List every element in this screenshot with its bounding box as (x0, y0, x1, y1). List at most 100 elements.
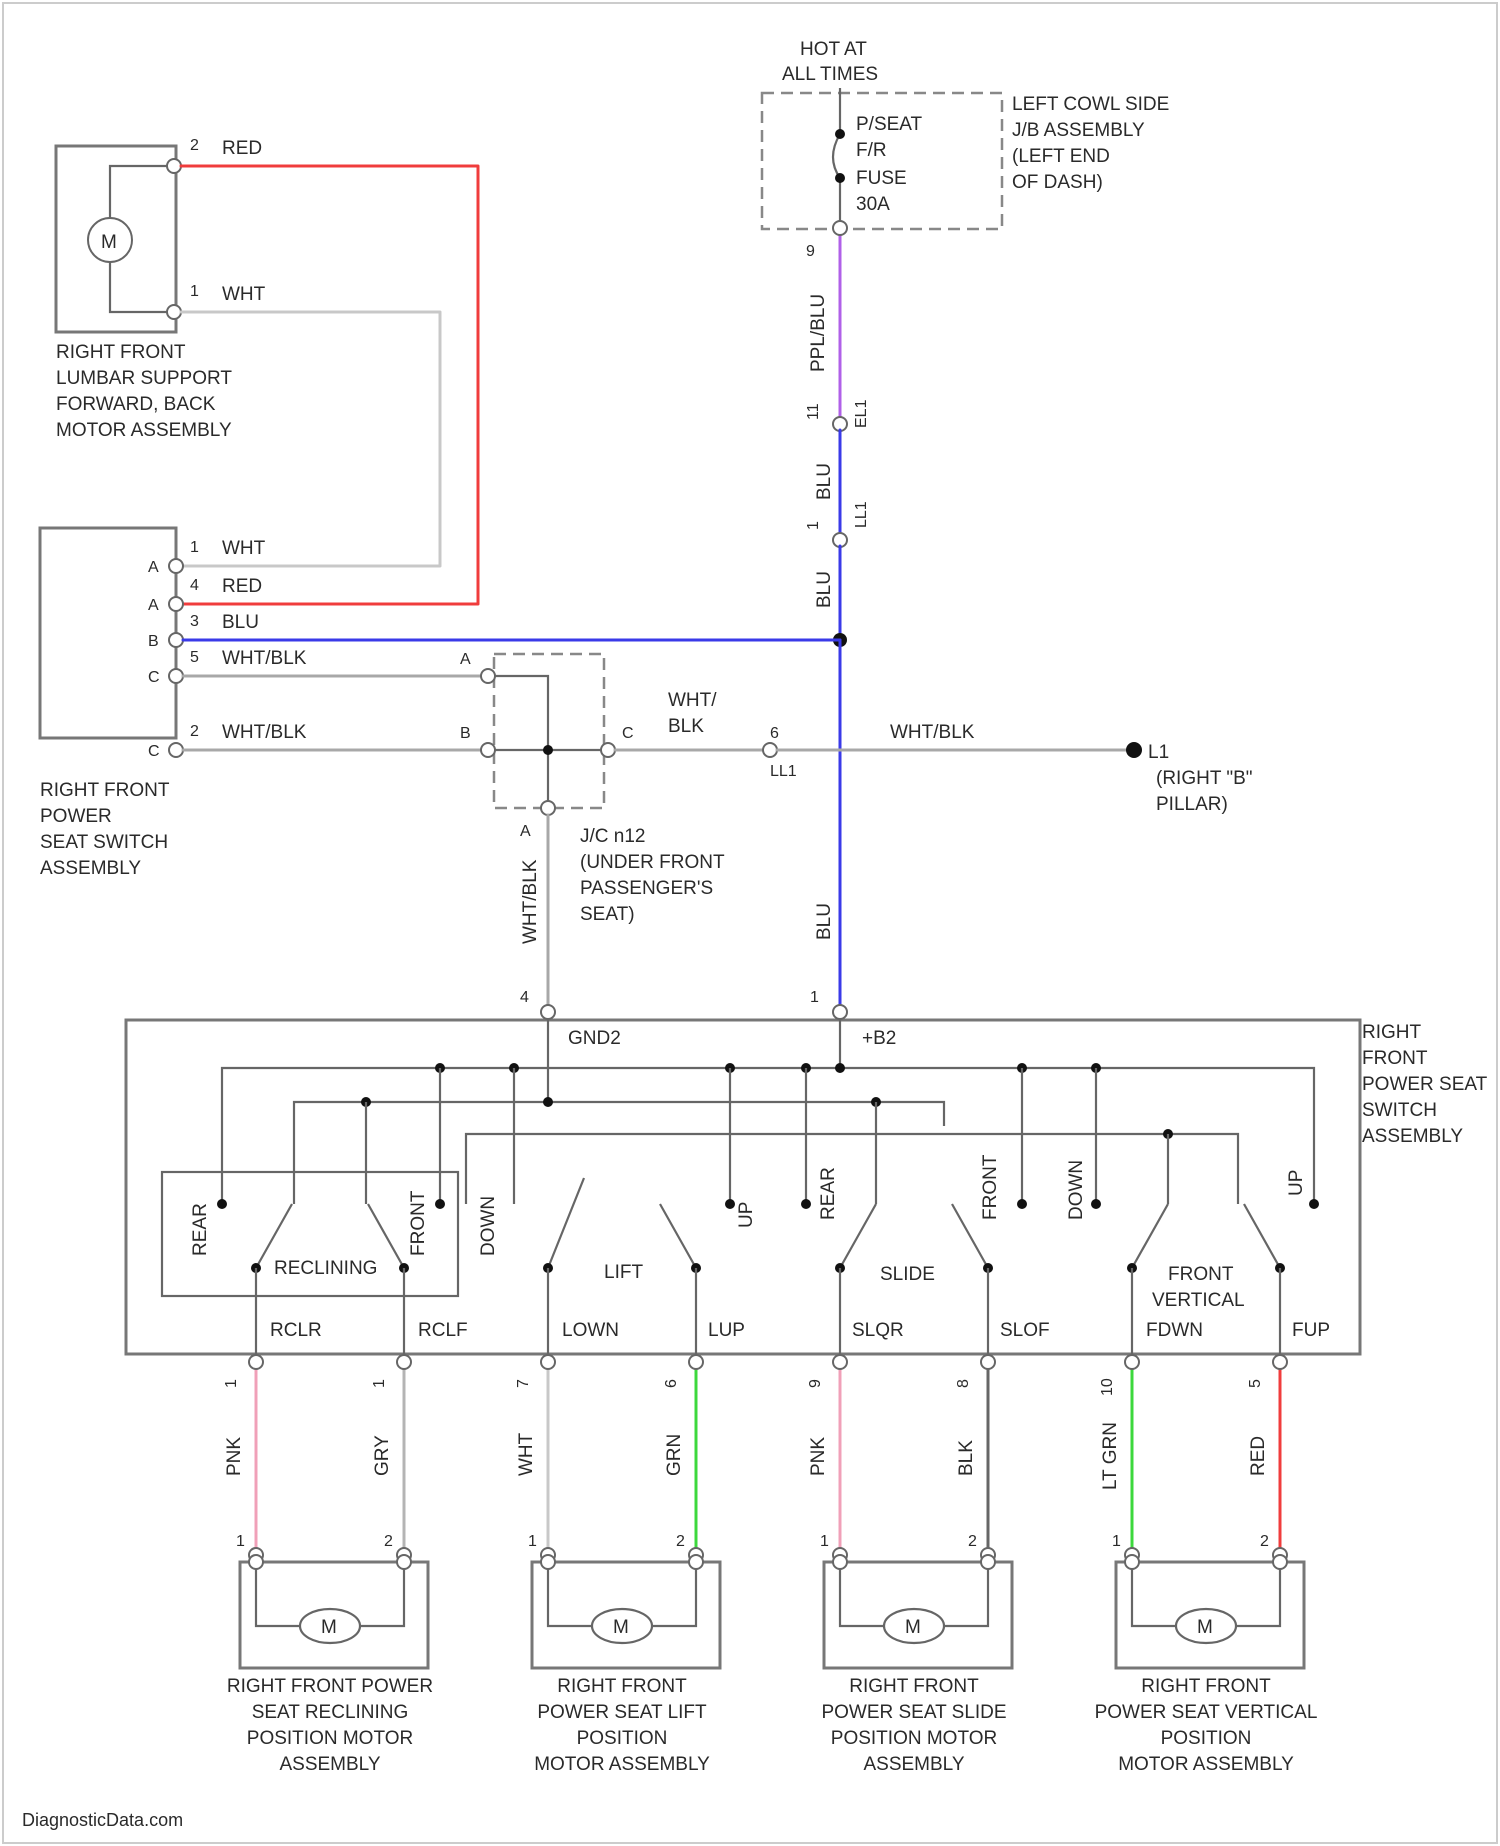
front-label: FRONT (408, 1190, 429, 1256)
lift-contacts (548, 1178, 696, 1268)
lup-label: LUP (708, 1320, 745, 1341)
m1a-pin: 1 (223, 1379, 240, 1388)
cowl-label-4: OF DASH) (1012, 172, 1103, 193)
wire-blk-slide-switch-terminal (981, 1355, 995, 1369)
wire-label-red-fv: RED (1248, 1436, 1269, 1476)
all-times-label: ALL TIMES (782, 64, 878, 85)
wire-label-blu-b: BLU (814, 571, 835, 608)
lumbar-label-3: FORWARD, BACK (56, 394, 216, 415)
m2a-pin: 7 (515, 1379, 532, 1388)
stub-dot-1 (217, 1199, 227, 1209)
stub-dot-2 (435, 1199, 445, 1209)
gnd2-pin: 4 (520, 989, 529, 1006)
conn-a-name: EL1 (853, 399, 870, 428)
fdwn-label: FDWN (1146, 1320, 1203, 1341)
vertical-motor-pin-b (1273, 1555, 1287, 1569)
motor-wire-group (249, 1355, 1287, 1562)
slide-label: SLIDE (880, 1264, 935, 1285)
wire-label-whtblk-jc-1: WHT/ (668, 690, 717, 711)
slide-motor-symbol: M (905, 1617, 921, 1638)
switch-top-label-1: RIGHT FRONT (40, 780, 170, 801)
vert-label-4: MOTOR ASSEMBLY (1118, 1754, 1294, 1775)
wire-label-blu-a: BLU (814, 463, 835, 500)
lumbar-pin-2 (167, 159, 181, 173)
lown-label: LOWN (562, 1320, 619, 1341)
ll1-name: LL1 (770, 763, 797, 780)
recline-motor-box (240, 1562, 428, 1668)
switch-top-label-2: POWER (40, 806, 112, 827)
jc-pin-a (481, 669, 495, 683)
diagram-frame (3, 3, 1497, 1843)
cowl-label-2: J/B ASSEMBLY (1012, 120, 1145, 141)
recline-lead-a (256, 1569, 300, 1626)
conn-b-pin: 1 (805, 521, 822, 530)
front-vertical-contacts (1132, 1204, 1280, 1268)
jc-pin-label-d: A (520, 823, 531, 840)
wire-label-lt-grn: LT GRN (1100, 1422, 1121, 1490)
recline-label-4: ASSEMBLY (279, 1754, 380, 1775)
vertical-lead-a (1132, 1569, 1176, 1626)
sw-pin-label-1: 1 (190, 539, 199, 556)
watermark: DiagnosticData.com (22, 1810, 183, 1830)
ground-point (1126, 742, 1142, 758)
sw-pin-label-5: 5 (190, 649, 199, 666)
vert-label-3: POSITION (1161, 1728, 1252, 1749)
vert-label-1: RIGHT FRONT (1141, 1676, 1271, 1697)
recline-label-3: POSITION MOTOR (247, 1728, 413, 1749)
jc-pin-b (481, 743, 495, 757)
wire-label-red-top: RED (222, 138, 262, 159)
m4b-pin: 5 (1247, 1379, 1264, 1388)
wire-label-grn: GRN (664, 1434, 685, 1476)
slide-motor-pin-a (833, 1555, 847, 1569)
lumbar-label-4: MOTOR ASSEMBLY (56, 420, 232, 441)
rclr-label: RCLR (270, 1320, 322, 1341)
sw-pin-label-2: 2 (190, 723, 199, 740)
slide-label-3: POSITION MOTOR (831, 1728, 997, 1749)
gnd2-label: GND2 (568, 1028, 621, 1049)
slide-label-4: ASSEMBLY (863, 1754, 964, 1775)
fuse-label-1: P/SEAT (856, 114, 923, 135)
lift-motor-pin-a (541, 1555, 555, 1569)
slide-contacts (840, 1204, 988, 1268)
sw-pin-1 (169, 559, 183, 573)
wire-wht-lift-switch-terminal (541, 1355, 555, 1369)
jc-bus-a (494, 676, 548, 801)
recline-label-1: RIGHT FRONT POWER (227, 1676, 433, 1697)
b2-pin: 1 (810, 989, 819, 1006)
rear2-label: REAR (818, 1167, 839, 1220)
lumbar-pin-1 (167, 305, 181, 319)
rear-label: REAR (190, 1203, 211, 1256)
conn-a-pin: 11 (805, 403, 822, 420)
jc-bus-node (543, 745, 553, 755)
lift-motor-box (532, 1562, 720, 1668)
recline-mot-pin-2: 2 (384, 1533, 393, 1550)
vertical-mot-pin-2: 2 (1260, 1533, 1269, 1550)
m2b-pin: 6 (663, 1379, 680, 1388)
slide-label-2: POWER SEAT SLIDE (821, 1702, 1006, 1723)
wire-label-whtblk-vert: WHT/BLK (520, 859, 541, 944)
wire-label-blu-sw: BLU (222, 612, 259, 633)
m1b-pin: 1 (371, 1379, 388, 1388)
front-vertical-label-1: FRONT (1168, 1264, 1234, 1285)
slide-lead-a (840, 1569, 884, 1626)
jc-pin-label-c: C (622, 725, 634, 742)
jc-label-1: J/C n12 (580, 826, 645, 847)
ground-label-3: PILLAR) (1156, 794, 1228, 815)
slqr-label: SLQR (852, 1320, 904, 1341)
slide-motor-pin-b (981, 1555, 995, 1569)
sw-letter-d: C (148, 669, 160, 686)
jc-pin-label-b: B (460, 725, 471, 742)
wire-label-ppl-blu: PPL/BLU (808, 294, 829, 372)
jc-label-4: SEAT) (580, 904, 635, 925)
main-switch-label-2: FRONT (1362, 1048, 1428, 1069)
lift-label-1: RIGHT FRONT (557, 1676, 687, 1697)
sw-letter-c: B (148, 633, 159, 650)
sw-pin-5 (169, 669, 183, 683)
vertical-mot-pin-1: 1 (1112, 1533, 1121, 1550)
wire-label-gry: GRY (372, 1435, 393, 1476)
up2-label: UP (1286, 1170, 1307, 1196)
stub-dot-5 (1017, 1199, 1027, 1209)
wire-ltgrn-vertical-switch-terminal (1125, 1355, 1139, 1369)
lumbar-pin-label-b: 1 (190, 283, 199, 300)
